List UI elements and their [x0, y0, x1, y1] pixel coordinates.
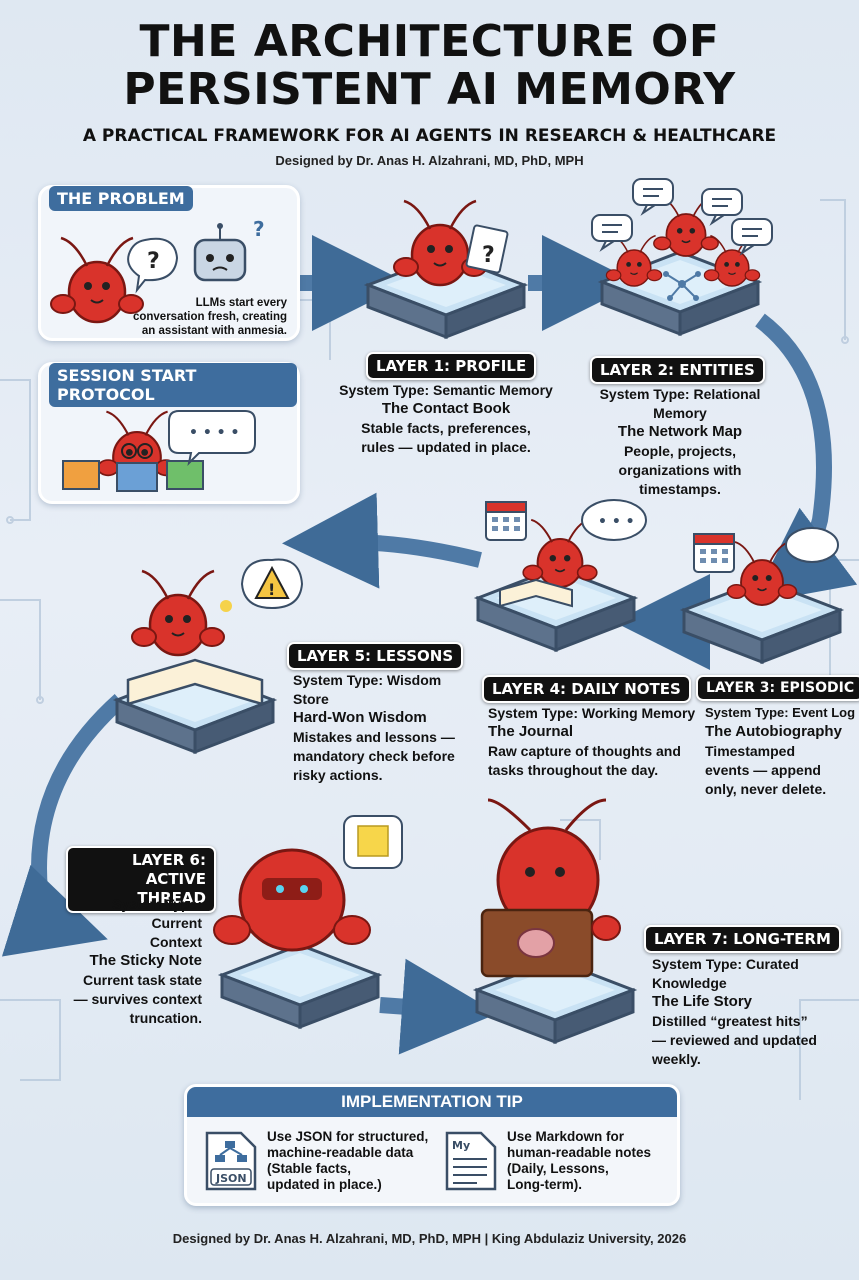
- svg-text:?: ?: [482, 243, 495, 268]
- layer2-description: System Type: Relational Memory The Netwo…: [599, 386, 761, 497]
- layer1-illustration: ?: [366, 199, 526, 339]
- layer3-description: System Type: Event Log The Autobiography…: [705, 705, 856, 797]
- tip-header: IMPLEMENTATION TIP: [187, 1087, 677, 1117]
- problem-text: LLMs start every conversation fresh, cre…: [132, 297, 287, 337]
- layer6-description: System Type: Current Context The Sticky …: [73, 896, 202, 1026]
- footer-credit: Designed by Dr. Anas H. Alzahrani, MD, P…: [172, 1231, 687, 1246]
- layer2-label: LAYER 2: ENTITIES: [590, 356, 765, 384]
- implementation-tip-box: IMPLEMENTATION TIP JSON Use JSON for str…: [184, 1084, 680, 1206]
- svg-text:?: ?: [253, 220, 265, 241]
- layer7-label: LAYER 7: LONG-TERM: [644, 925, 841, 953]
- layer4-illustration: • • •: [476, 499, 647, 652]
- layer3-illustration: [682, 527, 842, 664]
- layer5-description: System Type: Wisdom Store Hard-Won Wisdo…: [293, 672, 455, 783]
- designer-credit: Designed by Dr. Anas H. Alzahrani, MD, P…: [275, 153, 584, 168]
- session-start-title: SESSION START PROTOCOL: [49, 363, 297, 407]
- svg-text:• • •: • • •: [598, 514, 635, 530]
- session-start-panel: SESSION START PROTOCOL • • • •: [38, 362, 300, 504]
- layer4-label: LAYER 4: DAILY NOTES: [482, 675, 691, 703]
- layer7-illustration: [475, 798, 635, 1044]
- json-file-icon: JSON: [205, 1131, 257, 1191]
- problem-title: THE PROBLEM: [49, 186, 193, 211]
- svg-text:JSON: JSON: [215, 1172, 247, 1185]
- svg-text:My: My: [452, 1139, 470, 1152]
- layer7-description: System Type: Curated Knowledge The Life …: [652, 956, 817, 1067]
- question-mark-icon: ?: [147, 249, 160, 274]
- problem-panel: THE PROBLEM ? ? LLMs start every convers…: [38, 185, 300, 341]
- markdown-tip-text: Use Markdown for human-readable notes (D…: [507, 1129, 652, 1192]
- layer6-label: LAYER 6: ACTIVE THREAD: [66, 846, 216, 913]
- robot-icon: [193, 238, 247, 282]
- layer5-label: LAYER 5: LESSONS: [287, 642, 464, 670]
- subtitle: A PRACTICAL FRAMEWORK FOR AI AGENTS IN R…: [82, 126, 777, 146]
- layer3-label: LAYER 3: EPISODIC: [696, 675, 859, 701]
- title-line-2: PERSISTENT AI MEMORY: [123, 64, 736, 115]
- layer5-illustration: !: [115, 558, 304, 754]
- session-illustration: • • • •: [62, 410, 256, 492]
- problem-illustration: ? ?: [49, 220, 265, 324]
- page-title: THE ARCHITECTURE OF PERSISTENT AI MEMORY: [0, 18, 859, 114]
- markdown-file-icon: My: [445, 1131, 497, 1191]
- layer1-description: System Type: Semantic Memory The Contact…: [339, 382, 553, 455]
- layer2-illustration: [591, 178, 773, 336]
- svg-text:!: !: [268, 580, 275, 599]
- json-tip-text: Use JSON for structured, machine-readabl…: [267, 1129, 429, 1192]
- svg-text:• • • •: • • • •: [189, 425, 239, 441]
- layer4-description: System Type: Working Memory The Journal …: [488, 705, 696, 778]
- layer1-label: LAYER 1: PROFILE: [366, 352, 537, 380]
- layer6-illustration: [213, 815, 403, 1029]
- title-line-1: THE ARCHITECTURE OF: [139, 16, 720, 67]
